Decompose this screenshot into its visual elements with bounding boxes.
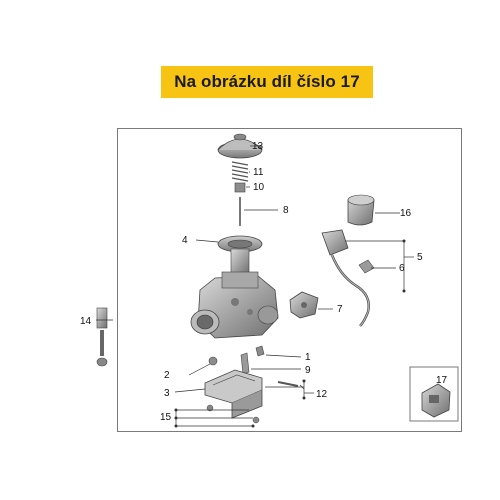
callout-4: 4 xyxy=(182,235,188,246)
callout-1: 1 xyxy=(305,352,311,363)
part-5-choke xyxy=(321,229,370,327)
callout-2: 2 xyxy=(164,370,170,381)
callout-10: 10 xyxy=(253,182,265,193)
callout-9: 9 xyxy=(305,365,311,376)
part-13-cap xyxy=(217,133,263,159)
part-11-spring xyxy=(231,161,249,182)
part-4-diaphragm xyxy=(217,235,263,275)
diagram-frame xyxy=(117,128,462,432)
part-16-boot xyxy=(347,194,375,226)
callout-11: 11 xyxy=(253,167,264,178)
callout-17: 17 xyxy=(436,375,448,386)
part-17-inset xyxy=(409,366,459,422)
part-10-clip xyxy=(234,182,246,193)
part-15-screws xyxy=(206,404,260,424)
part-1-jet xyxy=(255,345,265,357)
part-12-pin xyxy=(277,381,299,387)
part-3-float-bowl xyxy=(204,369,263,419)
part-9-jet xyxy=(240,352,250,375)
callout-14: 14 xyxy=(80,316,92,327)
part-2-screw xyxy=(208,356,218,366)
callout-13: 13 xyxy=(252,141,264,152)
callout-16: 16 xyxy=(400,208,412,219)
carburetor-body xyxy=(190,271,279,339)
callout-7: 7 xyxy=(337,304,343,315)
callout-12: 12 xyxy=(316,389,328,400)
leader-dots xyxy=(174,239,406,428)
callout-15: 15 xyxy=(160,412,172,423)
leader-lines xyxy=(96,145,414,427)
page-title: Na obrázku díl číslo 17 xyxy=(161,66,373,98)
callout-5: 5 xyxy=(417,252,423,263)
callout-labels: 13 11 10 8 4 16 5 6 7 14 1 9 2 3 12 15 1… xyxy=(80,141,448,423)
part-6-clip xyxy=(358,259,375,274)
callout-8: 8 xyxy=(283,205,289,216)
callout-3: 3 xyxy=(164,388,170,399)
callout-6: 6 xyxy=(399,263,405,274)
part-14-jet xyxy=(96,307,108,367)
part-7-valve xyxy=(289,291,319,319)
page-title-text: Na obrázku díl číslo 17 xyxy=(174,72,360,91)
